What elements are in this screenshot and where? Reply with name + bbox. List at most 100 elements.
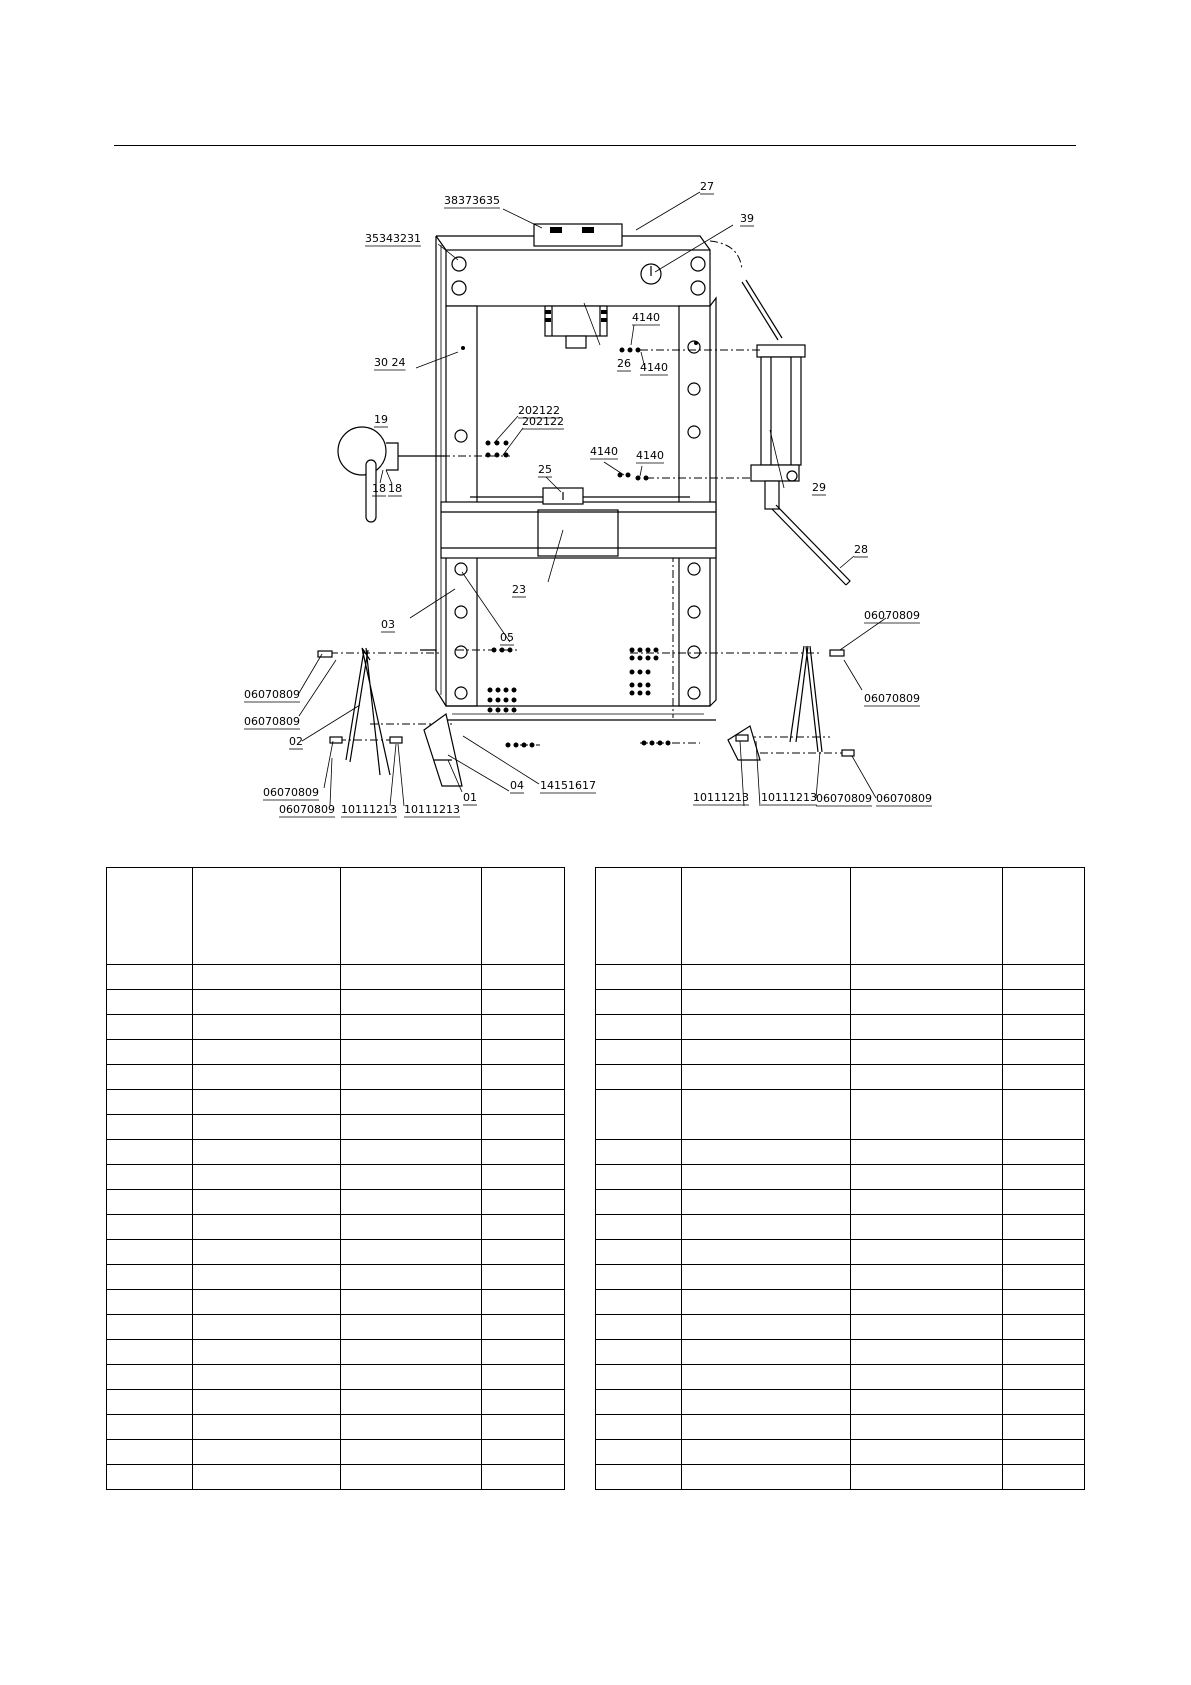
callout-4140: 4140 xyxy=(590,445,618,458)
callout-19: 19 xyxy=(374,413,388,426)
callout-06070809: 06070809 xyxy=(279,803,335,816)
parts-table-left xyxy=(106,867,565,1490)
fasteners xyxy=(485,347,671,748)
table-row xyxy=(106,1064,565,1090)
callout-4140: 4140 xyxy=(636,449,664,462)
callout-10111213: 10111213 xyxy=(693,791,749,804)
work-bed xyxy=(440,501,717,559)
table-row xyxy=(106,1114,565,1140)
foot-plates xyxy=(389,712,761,787)
table-row xyxy=(595,1039,1085,1065)
ram-cylinder xyxy=(544,305,608,337)
table-row xyxy=(106,1389,565,1415)
pressure-gauge xyxy=(640,263,662,285)
gauge-19 xyxy=(337,426,446,523)
table-row xyxy=(106,1339,565,1365)
callout-06070809: 06070809 xyxy=(244,715,300,728)
table-row xyxy=(106,1439,565,1465)
table-row xyxy=(106,1089,565,1115)
beam-bolt xyxy=(451,256,467,272)
table-row xyxy=(106,1314,565,1340)
header-rule xyxy=(114,145,1076,146)
callout-202122: 202122 xyxy=(518,404,560,417)
table-row xyxy=(595,1439,1085,1465)
callout-29: 29 xyxy=(812,481,826,494)
table-row xyxy=(595,1139,1085,1165)
pump-body-29 xyxy=(760,356,802,466)
callout-30-24: 30 24 xyxy=(374,356,406,369)
table-row xyxy=(595,1314,1085,1340)
callout-27: 27 xyxy=(700,180,714,193)
table-row xyxy=(595,1464,1085,1490)
callout-06070809: 06070809 xyxy=(816,792,872,805)
table-row xyxy=(106,1164,565,1190)
table-row xyxy=(595,964,1085,990)
callout-05: 05 xyxy=(500,631,514,644)
press-exploded-diagram: 38373635 27 39 35343231 4140 26 4140 30 … xyxy=(244,180,932,818)
left-leg xyxy=(317,647,437,776)
table-row xyxy=(106,1239,565,1265)
table-row xyxy=(106,1364,565,1390)
table-row xyxy=(595,1289,1085,1315)
callout-38373635: 38373635 xyxy=(444,194,500,207)
callout-labels: 38373635 27 39 35343231 4140 26 4140 30 … xyxy=(244,180,932,818)
table-row xyxy=(106,1014,565,1040)
table-row xyxy=(595,1364,1085,1390)
callout-39: 39 xyxy=(740,212,754,225)
press-frame xyxy=(435,223,717,721)
callout-18: 18 xyxy=(388,482,402,495)
top-beam xyxy=(445,249,711,307)
callout-02: 02 xyxy=(289,735,303,748)
callout-06070809: 06070809 xyxy=(864,692,920,705)
table-row xyxy=(595,1064,1085,1090)
callout-14151617: 14151617 xyxy=(540,779,596,792)
table-row xyxy=(595,1189,1085,1215)
table-row xyxy=(595,1264,1085,1290)
table-row xyxy=(595,1214,1085,1240)
callout-28: 28 xyxy=(854,543,868,556)
callout-26: 26 xyxy=(617,357,631,370)
callout-23: 23 xyxy=(512,583,526,596)
table-row xyxy=(595,1164,1085,1190)
bed-plate-23 xyxy=(537,509,619,557)
callout-06070809: 06070809 xyxy=(263,786,319,799)
pump-top xyxy=(756,344,806,358)
callout-06070809: 06070809 xyxy=(876,792,932,805)
table-row xyxy=(106,964,565,990)
callout-4140: 4140 xyxy=(632,311,660,324)
callout-18: 18 xyxy=(372,482,386,495)
callout-10111213: 10111213 xyxy=(761,791,817,804)
table-row xyxy=(595,1014,1085,1040)
table-row xyxy=(106,1039,565,1065)
table-row xyxy=(106,1289,565,1315)
pump-assembly xyxy=(709,240,851,586)
callout-10111213: 10111213 xyxy=(404,803,460,816)
parts-table-right xyxy=(595,867,1085,1490)
table-row xyxy=(106,989,565,1015)
table-row xyxy=(595,1239,1085,1265)
table-row xyxy=(106,1214,565,1240)
callout-04: 04 xyxy=(510,779,524,792)
callout-4140: 4140 xyxy=(640,361,668,374)
table-row xyxy=(595,1339,1085,1365)
callout-03: 03 xyxy=(381,618,395,631)
right-leg xyxy=(789,645,855,757)
table-row xyxy=(595,1414,1085,1440)
table-row xyxy=(595,1089,1085,1140)
table-row xyxy=(106,1189,565,1215)
table-header-row xyxy=(106,867,565,965)
callout-202122: 202122 xyxy=(522,415,564,428)
table-header-row xyxy=(595,867,1085,965)
callout-06070809: 06070809 xyxy=(864,609,920,622)
callout-01: 01 xyxy=(463,791,477,804)
table-row xyxy=(106,1139,565,1165)
callout-35343231: 35343231 xyxy=(365,232,421,245)
table-row xyxy=(595,1389,1085,1415)
table-row xyxy=(106,1414,565,1440)
callout-10111213: 10111213 xyxy=(341,803,397,816)
table-row xyxy=(106,1264,565,1290)
callout-06070809: 06070809 xyxy=(244,688,300,701)
valve-box xyxy=(533,223,623,247)
table-row xyxy=(106,1464,565,1490)
callout-25: 25 xyxy=(538,463,552,476)
